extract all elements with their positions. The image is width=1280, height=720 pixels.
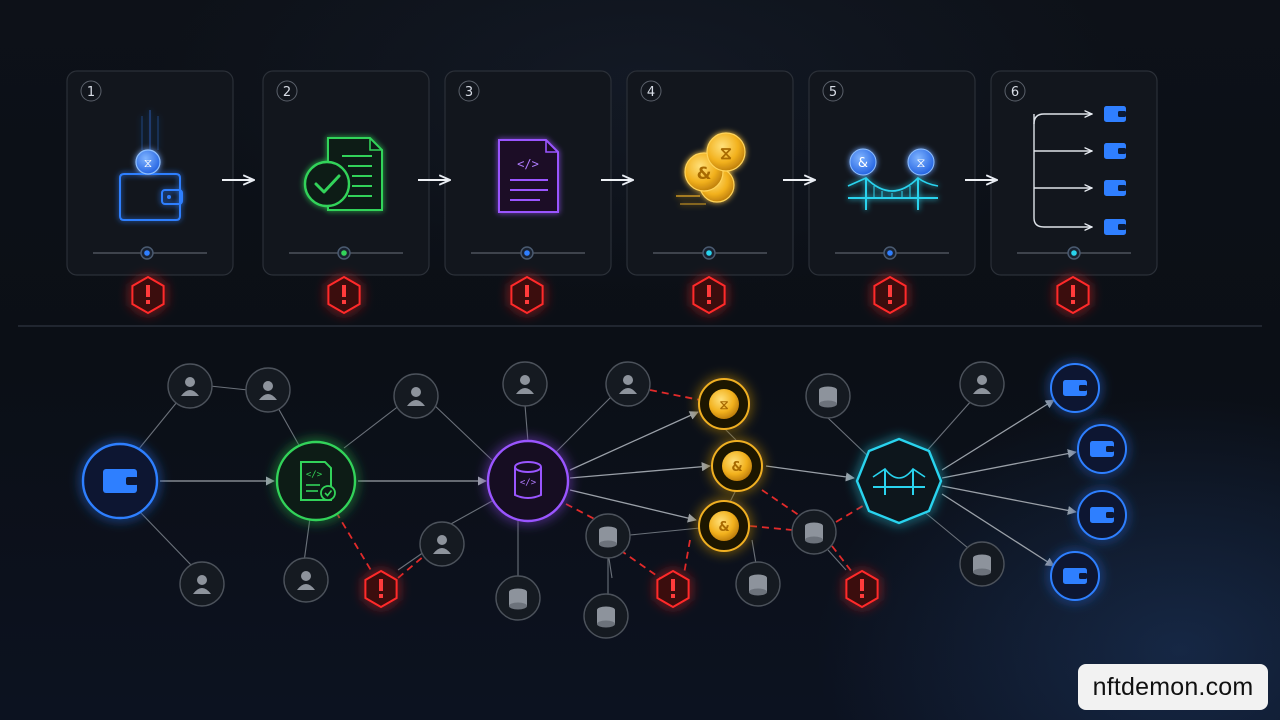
network-main-nodes: </> </> ⧖ & & bbox=[81, 363, 1127, 601]
svg-text:⧖: ⧖ bbox=[720, 144, 732, 164]
destination-wallet-node-1 bbox=[1050, 363, 1100, 413]
database-node-icon bbox=[959, 541, 1005, 587]
svg-text:&: & bbox=[718, 520, 729, 535]
step-card-3: 3 </> bbox=[444, 70, 612, 276]
bridge-icon: & ⧖ bbox=[847, 148, 939, 210]
warning-icon bbox=[364, 569, 398, 609]
code-database-node-icon: </> bbox=[486, 439, 570, 523]
svg-text:⧖: ⧖ bbox=[719, 398, 728, 413]
svg-text:&: & bbox=[697, 164, 712, 184]
warning-icon-4 bbox=[692, 275, 726, 315]
step-card-4: 4 & ⧖ bbox=[626, 70, 794, 276]
destination-wallet-node-2 bbox=[1077, 424, 1127, 474]
svg-text:&: & bbox=[858, 156, 868, 171]
token-node-icon-3: & bbox=[698, 500, 750, 552]
warning-icon bbox=[845, 569, 879, 609]
network-nodes bbox=[167, 361, 1005, 639]
database-node-icon bbox=[735, 561, 781, 607]
network-flow-edges bbox=[160, 399, 1077, 567]
warning-icon bbox=[656, 569, 690, 609]
user-node-icon bbox=[502, 361, 548, 407]
network-warnings bbox=[364, 569, 879, 609]
user-node-icon bbox=[393, 373, 439, 419]
database-node-icon bbox=[585, 513, 631, 559]
database-node-icon bbox=[791, 509, 837, 555]
contract-node-icon: </> bbox=[275, 440, 357, 522]
user-node-icon bbox=[959, 361, 1005, 407]
wallet-node-icon bbox=[81, 442, 159, 520]
svg-text:</>: </> bbox=[520, 478, 537, 488]
token-node-icon-2: & bbox=[711, 440, 763, 492]
database-node-icon bbox=[495, 575, 541, 621]
verified-document-icon bbox=[303, 137, 383, 211]
step-card-1: 1 ⧖ bbox=[66, 70, 234, 276]
svg-text:&: & bbox=[731, 460, 742, 475]
bridge-node-icon bbox=[855, 437, 943, 525]
user-node-icon bbox=[245, 367, 291, 413]
warning-icon-5 bbox=[873, 275, 907, 315]
user-node-icon bbox=[419, 521, 465, 567]
step-number-5: 5 bbox=[829, 85, 837, 100]
step-number-6: 6 bbox=[1011, 85, 1019, 100]
destination-wallet-node-3 bbox=[1077, 490, 1127, 540]
step-number-1: 1 bbox=[87, 85, 95, 100]
destination-wallet-node-4 bbox=[1050, 551, 1100, 601]
step-cards: 1 ⧖ 2 bbox=[66, 70, 1158, 276]
warning-icon-6 bbox=[1056, 275, 1090, 315]
database-node-icon bbox=[583, 593, 629, 639]
step-card-5: 5 & ⧖ bbox=[808, 70, 976, 276]
user-node-icon bbox=[283, 557, 329, 603]
wallet-coin-icon: ⧖ bbox=[119, 110, 183, 221]
database-node-icon bbox=[805, 373, 851, 419]
token-node-icon-1: ⧖ bbox=[698, 378, 750, 430]
svg-text:</>: </> bbox=[306, 470, 323, 480]
svg-text:</>: </> bbox=[517, 157, 539, 171]
user-node-icon bbox=[167, 363, 213, 409]
distribution-wallets-icon bbox=[1033, 106, 1126, 235]
step-number-4: 4 bbox=[647, 85, 655, 100]
svg-text:⧖: ⧖ bbox=[916, 156, 925, 171]
svg-text:⧖: ⧖ bbox=[144, 156, 152, 170]
warning-icon-1 bbox=[131, 275, 165, 315]
step-card-6: 6 bbox=[990, 70, 1158, 276]
smart-contract-icon: </> bbox=[498, 139, 559, 213]
token-coins-icon: & ⧖ bbox=[676, 132, 746, 205]
step-number-3: 3 bbox=[465, 85, 473, 100]
user-node-icon bbox=[179, 561, 225, 607]
warning-icon-2 bbox=[327, 275, 361, 315]
user-node-icon bbox=[605, 361, 651, 407]
step-number-2: 2 bbox=[283, 85, 291, 100]
network-edges bbox=[137, 385, 973, 596]
step-card-2: 2 bbox=[262, 70, 430, 276]
step-warnings bbox=[131, 275, 1090, 315]
watermark-label: nftdemon.com bbox=[1078, 664, 1268, 710]
warning-icon-3 bbox=[510, 275, 544, 315]
